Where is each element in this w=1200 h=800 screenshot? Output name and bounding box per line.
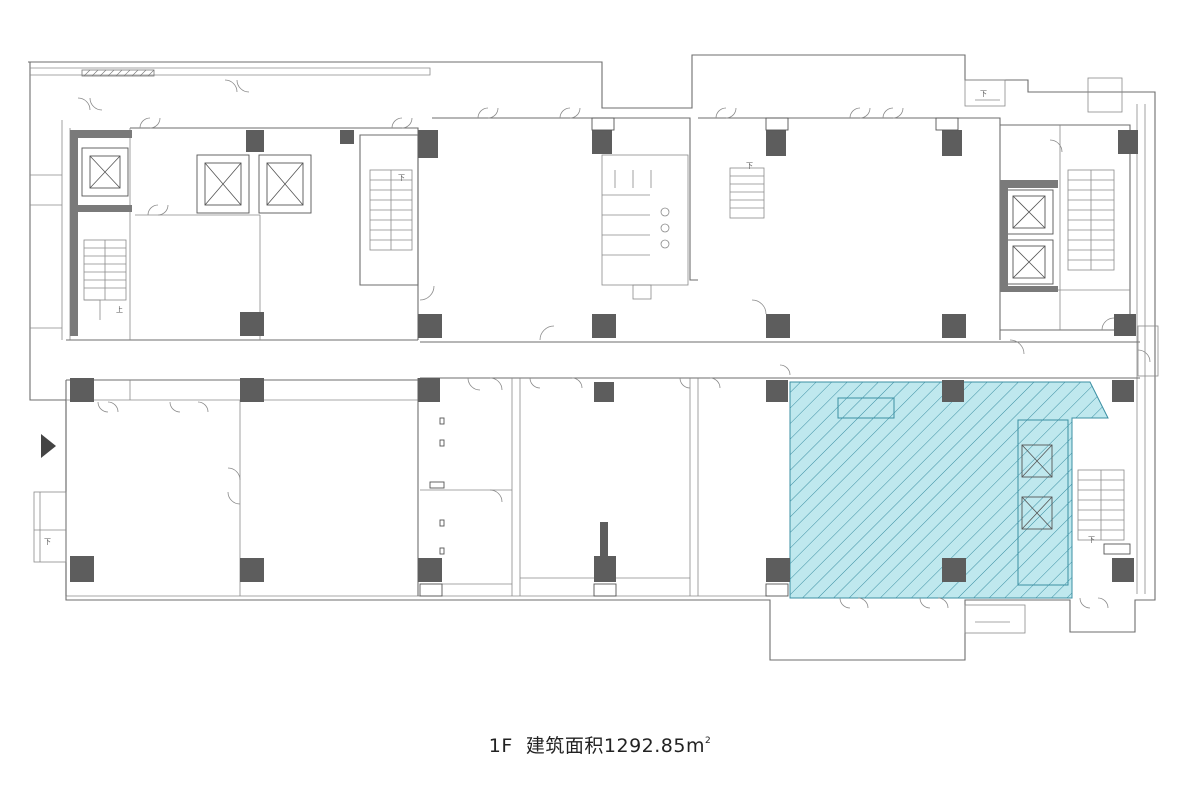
floor-area-caption: 1F 建筑面积1292.85m2	[0, 731, 1200, 758]
columns	[70, 130, 1138, 582]
stair-mark-down: 下	[398, 174, 405, 182]
stair-mid-right	[729, 167, 765, 219]
stair-mark-down: 下	[746, 162, 753, 170]
elevator-right-a	[1006, 189, 1054, 235]
highlighted-area	[789, 381, 1109, 599]
floor-label: 1F	[488, 735, 513, 757]
stair-mid-left	[369, 169, 413, 251]
stair-mark-up: 上	[116, 305, 123, 314]
entrance-steps	[33, 77, 1159, 634]
core-walls	[70, 130, 1058, 336]
elevator-left	[81, 147, 129, 197]
stair-mark-down: 下	[980, 90, 987, 98]
elevators	[81, 147, 1054, 285]
stair-mark-down: 下	[1088, 536, 1095, 544]
restroom	[601, 154, 689, 300]
area-label: 建筑面积	[525, 735, 604, 757]
elevator-right-b	[1006, 239, 1054, 285]
elevator-middle-a	[196, 154, 250, 214]
equipment-markers	[419, 117, 1131, 597]
entrance-arrow-icon	[41, 434, 56, 458]
stair-left	[83, 239, 127, 320]
stair-mark-down: 下	[44, 538, 51, 546]
stair-right-top	[1067, 169, 1115, 271]
top-balcony	[81, 69, 155, 77]
stairs: 下 下 下 上 下 下	[44, 90, 1125, 546]
area-unit: m	[685, 735, 705, 757]
stair-right-bottom	[1077, 469, 1125, 541]
area-value: 1292.85	[603, 735, 686, 757]
doors	[77, 79, 1151, 609]
elevator-middle-b	[258, 154, 312, 214]
area-unit-sup: 2	[705, 736, 712, 746]
